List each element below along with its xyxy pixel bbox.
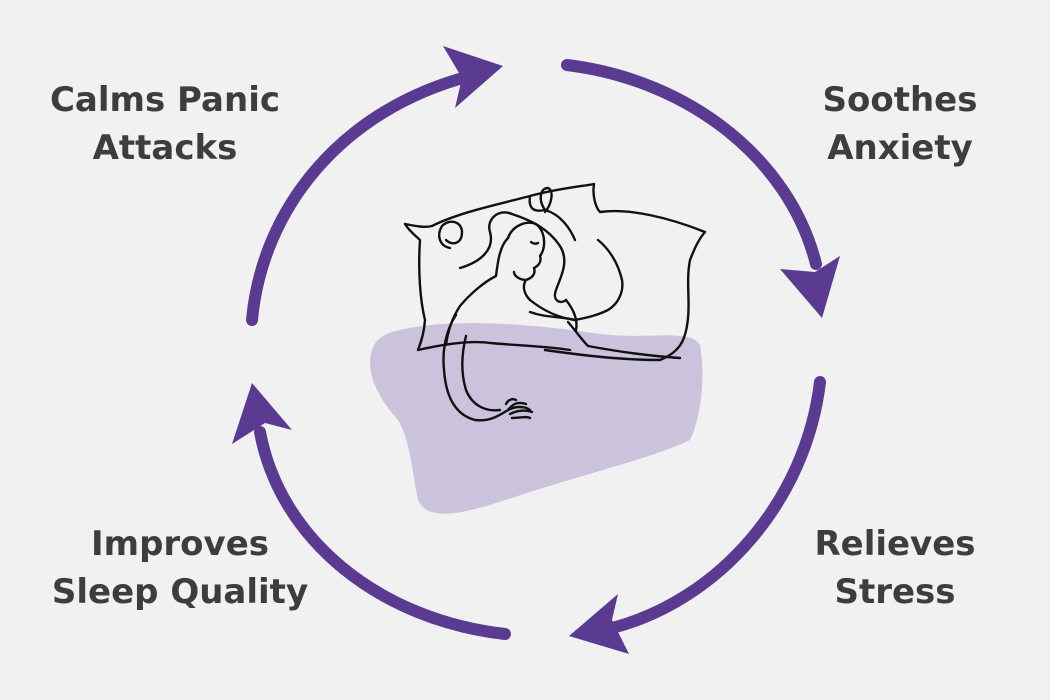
torso-line — [566, 320, 682, 360]
benefit-label-line: Calms Panic — [49, 80, 280, 120]
benefit-label-soothes-anxiety: Soothes Anxiety — [790, 76, 1010, 172]
arrowhead-right-icon — [443, 46, 503, 108]
hair-loop — [539, 186, 553, 214]
arrowhead-down-icon — [780, 256, 840, 318]
benefit-label-line: Attacks — [92, 128, 238, 168]
benefit-label-line: Anxiety — [827, 128, 973, 168]
benefit-label-line: Soothes — [822, 80, 978, 120]
back-pillow-outline — [528, 182, 707, 362]
closed-eye — [529, 240, 540, 245]
benefit-label-line: Stress — [834, 572, 956, 612]
arrow-arc-bottom-left — [254, 426, 511, 640]
draped-arm — [442, 313, 532, 422]
benefit-label-improves-sleep-quality: Improves Sleep Quality — [40, 520, 320, 616]
benefit-label-relieves-stress: Relieves Stress — [790, 520, 1000, 616]
arrow-arc-top-right — [561, 59, 822, 270]
sleeping-person-illustration — [403, 182, 707, 422]
arrow-arc-top-left — [246, 70, 476, 326]
benefit-label-calms-panic-attacks: Calms Panic Attacks — [40, 76, 290, 172]
arm-raised — [522, 238, 624, 322]
front-pillow-outline — [403, 194, 577, 352]
pillow-swirl — [438, 220, 464, 250]
benefit-label-line: Improves — [90, 524, 269, 564]
arrowhead-left-icon — [569, 594, 629, 654]
head-profile — [506, 221, 546, 282]
benefit-label-line: Sleep Quality — [51, 572, 309, 612]
cycle-arrows — [246, 59, 826, 640]
shoulder-curve — [528, 298, 578, 332]
benefit-label-line: Relieves — [814, 524, 976, 564]
lavender-blob — [370, 323, 703, 514]
arrow-arc-bottom-right — [606, 376, 826, 634]
hand-fingers — [504, 398, 534, 420]
arrowhead-up-icon — [232, 383, 292, 444]
